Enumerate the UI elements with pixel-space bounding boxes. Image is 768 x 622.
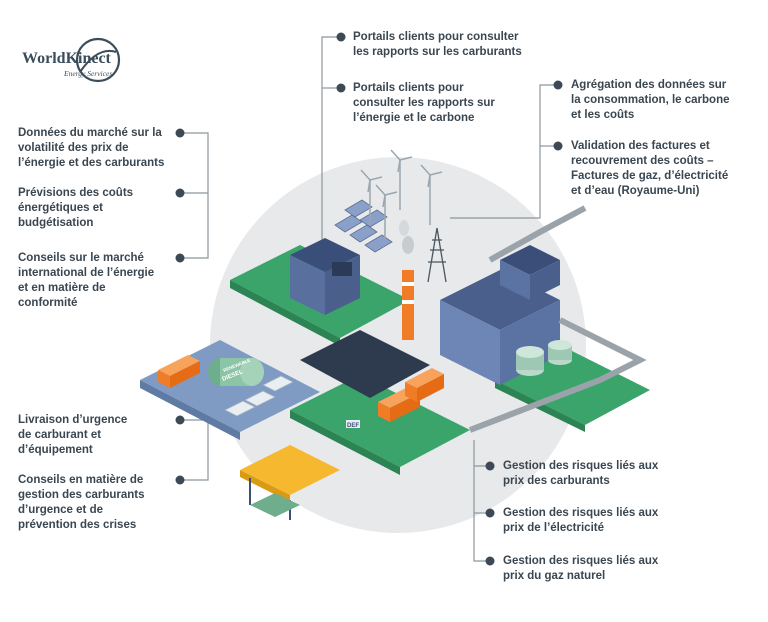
chimney xyxy=(402,270,414,340)
logo-swoosh-icon xyxy=(75,37,121,83)
logo-tagline: Energy Services xyxy=(64,69,113,78)
logo-brand: WorldKinect xyxy=(22,50,111,67)
truck-orange-3 xyxy=(405,368,444,402)
power-pylon xyxy=(427,227,447,283)
def-box xyxy=(346,420,360,428)
truck-orange-1 xyxy=(158,355,200,388)
diesel-tank xyxy=(208,358,264,386)
connector-right xyxy=(450,84,554,219)
worldkinect-logo: WorldKinect Energy Services xyxy=(18,36,128,91)
smoke xyxy=(402,236,414,254)
screen xyxy=(332,262,352,276)
solar-panels xyxy=(334,199,393,253)
platform-dark xyxy=(300,330,430,398)
small-trucks xyxy=(224,375,294,417)
sign-def: DEF xyxy=(347,423,359,429)
connector-lines xyxy=(180,36,554,562)
connector-left-bottom xyxy=(180,419,209,481)
connector-top-1 xyxy=(321,36,338,250)
wind-turbines xyxy=(360,149,443,240)
pipeline xyxy=(488,205,587,263)
connector-dots xyxy=(175,32,563,566)
connector-left-top xyxy=(180,132,209,259)
platform-green-bottom xyxy=(290,375,470,467)
